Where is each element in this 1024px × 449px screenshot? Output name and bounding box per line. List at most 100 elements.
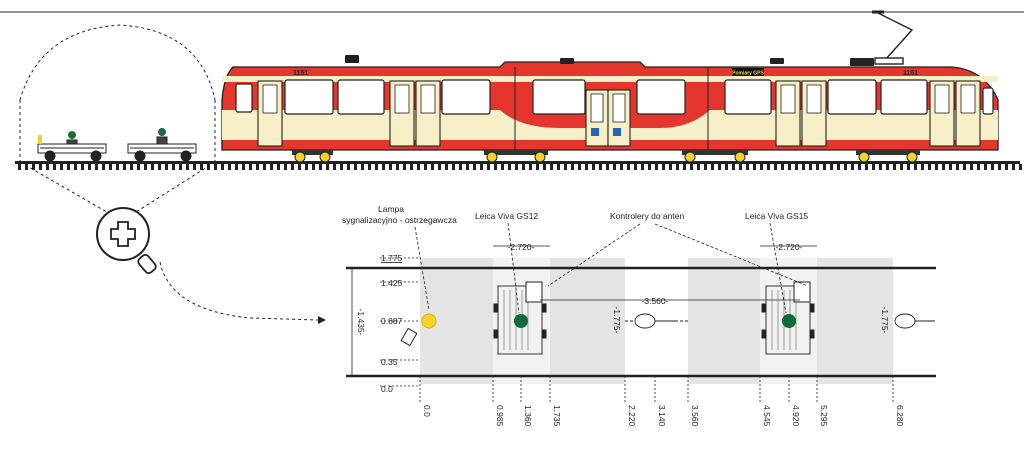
sleeper (767, 164, 770, 170)
sleeper (557, 164, 560, 170)
sleeper (480, 164, 483, 170)
sleeper (116, 164, 119, 170)
sleeper (235, 164, 238, 170)
sleeper (788, 164, 791, 170)
tow-handle (894, 313, 916, 329)
lens-trolleys (37, 128, 197, 162)
window (337, 79, 385, 115)
window (636, 79, 686, 115)
window (284, 79, 334, 115)
bogies (292, 150, 920, 163)
sleeper (494, 164, 497, 170)
wheel (906, 151, 918, 163)
sleeper (711, 164, 714, 170)
sleeper (536, 164, 539, 170)
sleeper (305, 164, 308, 170)
sleeper (991, 164, 994, 170)
wheel (294, 151, 306, 163)
sleeper (893, 164, 896, 170)
sleeper (550, 164, 553, 170)
sleeper (123, 164, 126, 170)
sleeper (851, 164, 854, 170)
sleeper (95, 164, 98, 170)
sleeper (928, 164, 931, 170)
window (880, 79, 928, 115)
gnss-a-label: Leica Viva GS12 (475, 211, 538, 221)
sleeper (620, 164, 623, 170)
sleeper (277, 164, 280, 170)
sleeper (151, 164, 154, 170)
sleeper (459, 164, 462, 170)
sleeper (424, 164, 427, 170)
lamp-label-line1: Lampa (378, 204, 404, 214)
wheel (486, 151, 498, 163)
door-window (612, 93, 626, 123)
sleeper (655, 164, 658, 170)
door-window (934, 84, 950, 114)
sleeper (872, 164, 875, 170)
sleeper (417, 164, 420, 170)
sleeper (886, 164, 889, 170)
sleeper (326, 164, 329, 170)
level-035: 0.35 (381, 357, 398, 367)
sleeper (319, 164, 322, 170)
sleeper (830, 164, 833, 170)
door-window (394, 84, 410, 114)
sleeper (662, 164, 665, 170)
bottom-tick-label: 0.985 (495, 405, 505, 427)
fleet-number-front: 1151 (293, 70, 308, 77)
sleeper (816, 164, 819, 170)
accessibility-icon (591, 128, 599, 136)
level-0887: 0.887 (381, 316, 403, 326)
bottom-tick-label: 4.920 (791, 405, 801, 427)
sleeper (81, 164, 84, 170)
sleeper (214, 164, 217, 170)
sleeper (501, 164, 504, 170)
door-window (262, 84, 278, 114)
tow-handle (634, 313, 656, 329)
sleeper (445, 164, 448, 170)
sleeper (592, 164, 595, 170)
sleeper (39, 164, 42, 170)
sleeper (172, 164, 175, 170)
top-span-right: -2.720- (776, 242, 803, 252)
sleeper (837, 164, 840, 170)
destination-sign: Pomiary GPS (732, 71, 764, 77)
sleeper (634, 164, 637, 170)
controller-box (525, 281, 543, 303)
sleeper (529, 164, 532, 170)
sleeper (333, 164, 336, 170)
destination-sign-box (732, 68, 764, 76)
sleeper (942, 164, 945, 170)
sleeper (109, 164, 112, 170)
sleeper (522, 164, 525, 170)
door-window (806, 84, 822, 114)
sleeper (774, 164, 777, 170)
window (724, 79, 772, 115)
trolley-outline (497, 285, 543, 355)
sleeper (1012, 164, 1015, 170)
bottom-tick-label: 3.140 (657, 405, 667, 427)
sleeper (725, 164, 728, 170)
sleeper (298, 164, 301, 170)
sleeper (375, 164, 378, 170)
sleeper (340, 164, 343, 170)
trolley-outline (765, 285, 811, 355)
controller-box (793, 281, 811, 303)
sleeper (466, 164, 469, 170)
gauge-dimension: -1.435- (356, 309, 366, 336)
sleeper (921, 164, 924, 170)
trolley-wheel (493, 303, 499, 313)
sleeper (452, 164, 455, 170)
sleeper (165, 164, 168, 170)
door-window (590, 93, 604, 123)
sleeper (914, 164, 917, 170)
sleeper (907, 164, 910, 170)
sleeper (564, 164, 567, 170)
sleeper (354, 164, 357, 170)
sleeper (599, 164, 602, 170)
sleeper (347, 164, 350, 170)
sleeper (585, 164, 588, 170)
sleeper (781, 164, 784, 170)
